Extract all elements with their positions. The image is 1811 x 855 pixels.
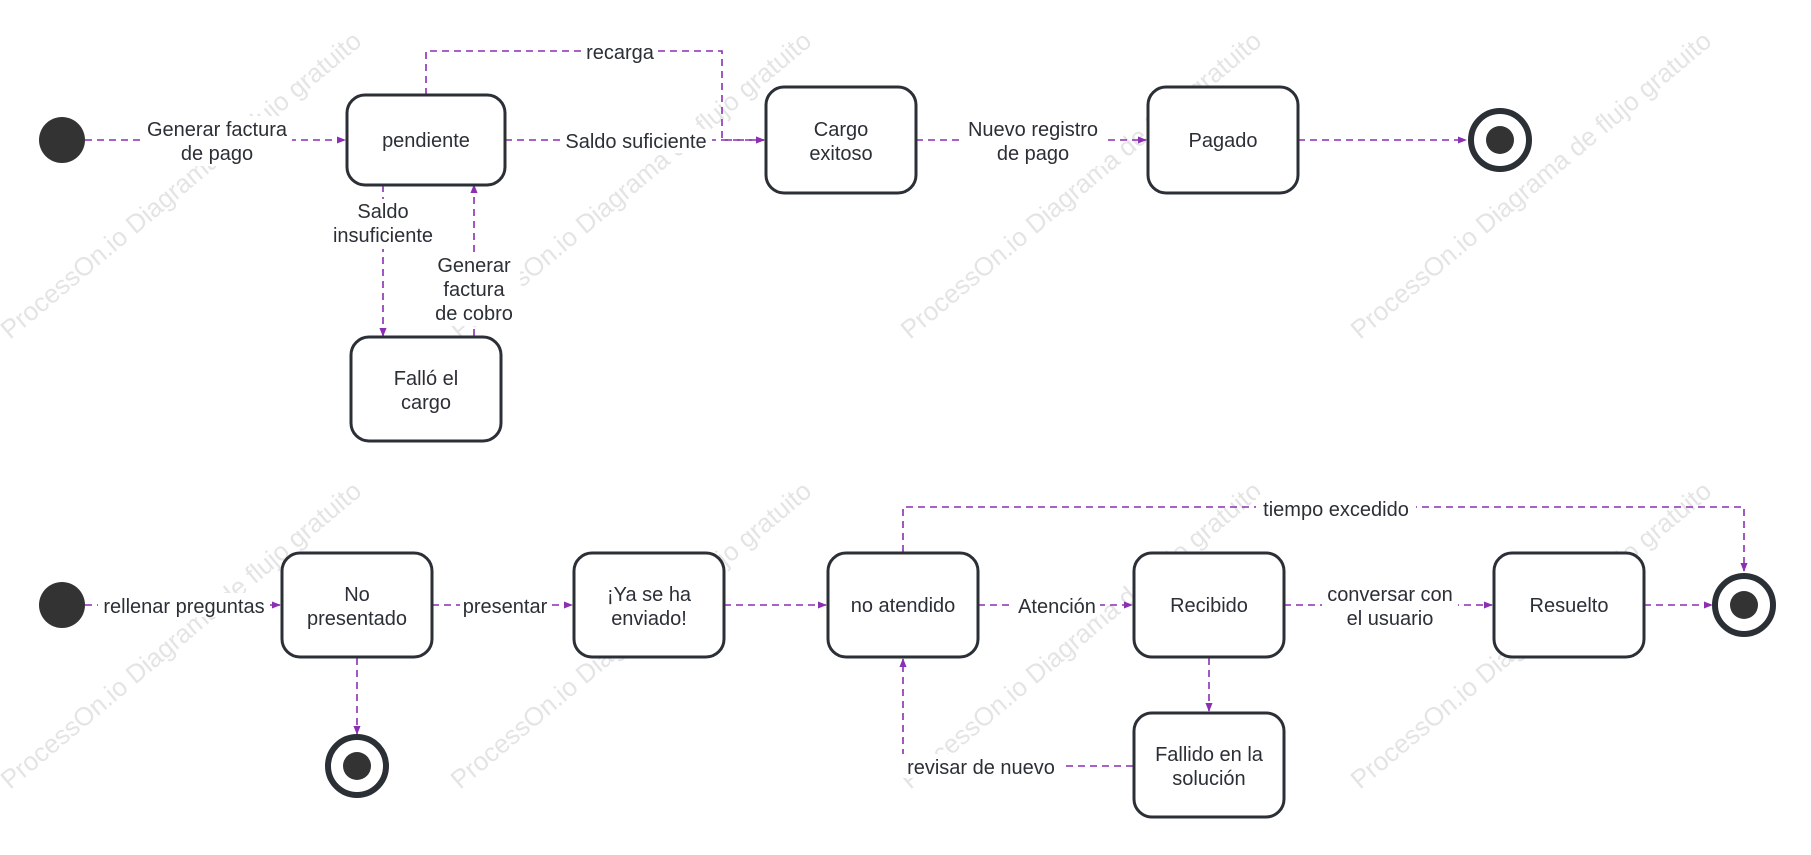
edge-label-saldo-suficiente: Saldo suficiente — [560, 129, 712, 153]
state-recibido: Recibido — [1132, 551, 1286, 659]
edge-label-saldo-insuficiente: Saldo insuficiente — [328, 199, 438, 249]
state-fallo-cargo: Falló el cargo — [349, 335, 503, 443]
edge-label-generar-factura-cobro: Generar factura de cobro — [428, 252, 520, 326]
state-label: presentado — [307, 608, 407, 630]
state-label: solución — [1172, 768, 1245, 790]
state-resuelto: Resuelto — [1492, 551, 1646, 659]
end-node — [325, 734, 389, 798]
state-label: Resuelto — [1530, 595, 1609, 617]
edge-label-revisar-nuevo: revisar de nuevo — [900, 754, 1062, 779]
edge-label-atencion: Atención — [1014, 593, 1100, 618]
state-label: no atendido — [851, 595, 956, 617]
state-label: Fallido en la — [1155, 744, 1264, 766]
edge-label-line: Saldo — [357, 201, 408, 223]
edge-label-line: rellenar preguntas — [103, 596, 264, 618]
edge-label-line: el usuario — [1347, 608, 1434, 630]
edge-label-line: Nuevo registro — [968, 119, 1098, 141]
state-label: ¡Ya se ha — [607, 584, 692, 606]
state-no-atendido: no atendido — [826, 551, 980, 659]
edge-label-conversar-usuario: conversar con el usuario — [1322, 582, 1458, 632]
edge-label-line: insuficiente — [333, 225, 433, 247]
edge-label-line: conversar con — [1327, 584, 1453, 606]
edge-label-line: de pago — [997, 143, 1069, 165]
edge-label-line: recarga — [586, 42, 655, 64]
start-node — [39, 582, 85, 628]
edge-label-line: revisar de nuevo — [907, 757, 1055, 779]
edge-label-line: factura — [443, 279, 505, 301]
edge-label-line: Generar factura — [147, 119, 288, 141]
edge-label-recarga: recarga — [582, 40, 658, 64]
edge-label-rellenar-preguntas: rellenar preguntas — [98, 593, 270, 618]
state-label: Cargo — [814, 119, 868, 141]
state-cargo-exitoso: Cargo exitoso — [764, 85, 918, 195]
state-label: pendiente — [382, 130, 470, 152]
edge-label-generar-factura-pago: Generar factura de pago — [142, 116, 292, 166]
watermark-text: ProcessOn.io Diagrama de flujo gratuito — [1345, 25, 1717, 344]
state-label: Falló el — [394, 368, 458, 390]
watermark-text: ProcessOn.io Diagrama de flujo gratuito — [0, 25, 367, 344]
state-fallido-solucion: Fallido en la solución — [1132, 711, 1286, 819]
state-pagado: Pagado — [1146, 85, 1300, 195]
flow-support: rellenar preguntas presentar Atención co… — [39, 495, 1776, 819]
state-label: cargo — [401, 392, 451, 414]
edge-label-line: Atención — [1018, 596, 1096, 618]
edge-label-line: de pago — [181, 143, 253, 165]
edge-label-line: Saldo suficiente — [565, 131, 706, 153]
start-node — [39, 117, 85, 163]
end-node — [1712, 573, 1776, 637]
edge-label-line: tiempo excedido — [1263, 499, 1409, 521]
state-label: Recibido — [1170, 595, 1248, 617]
edge-tiempo-excedido — [902, 506, 1748, 572]
edge-label-nuevo-registro-pago: Nuevo registro de pago — [962, 116, 1104, 166]
state-ya-enviado: ¡Ya se ha enviado! — [572, 551, 726, 659]
state-no-presentado: No presentado — [280, 551, 434, 659]
edge-label-presentar: presentar — [460, 593, 550, 618]
edge-label-line: de cobro — [435, 303, 513, 325]
state-label: enviado! — [611, 608, 687, 630]
state-pendiente: pendiente — [345, 93, 507, 187]
state-label: exitoso — [809, 143, 872, 165]
flow-payment: Generar factura de pago recarga Saldo su… — [39, 40, 1532, 443]
end-node — [1468, 108, 1532, 172]
edge-label-line: Generar — [437, 255, 511, 277]
edge-label-line: presentar — [463, 596, 548, 618]
state-label: No — [344, 584, 370, 606]
edge-recarga — [425, 50, 765, 144]
state-label: Pagado — [1189, 130, 1258, 152]
edge-label-tiempo-excedido: tiempo excedido — [1256, 495, 1416, 521]
